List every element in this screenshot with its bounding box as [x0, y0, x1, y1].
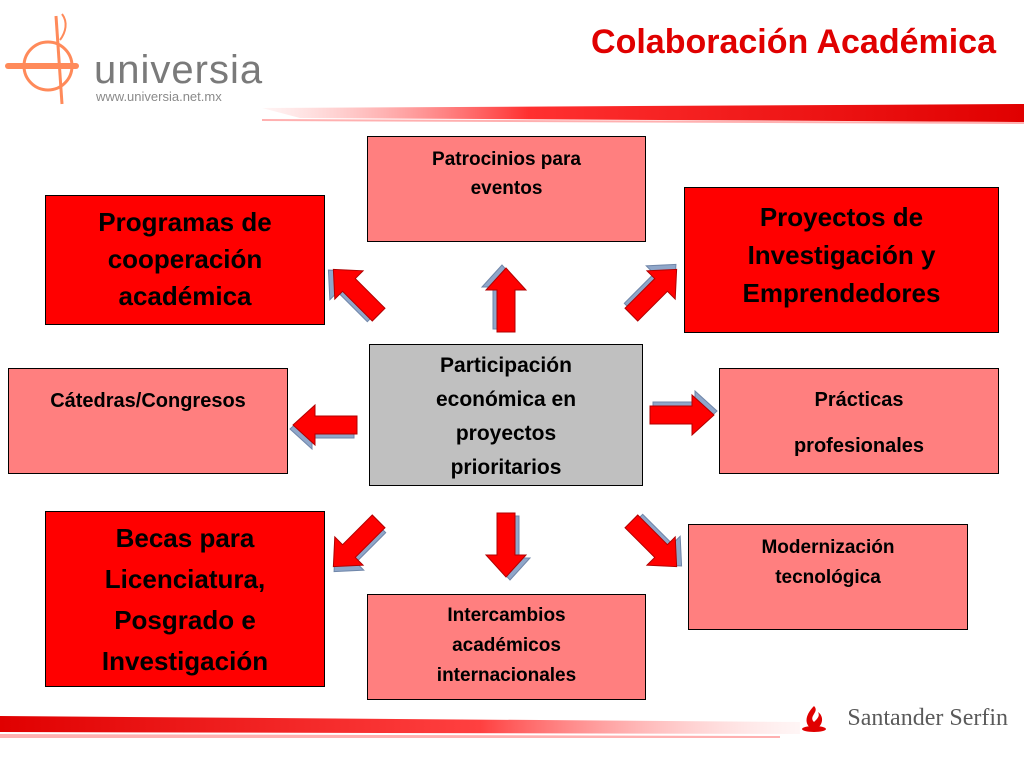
box-line: Modernización [761, 537, 895, 558]
box-line: Prácticas [814, 389, 904, 411]
box-line: Investigación [101, 646, 269, 676]
santander-flame-icon [802, 706, 826, 732]
center-line: económica en [435, 388, 577, 411]
box-line: Proyectos de [759, 202, 924, 232]
box-intercambios: Intercambios académicos internacionales [367, 594, 646, 700]
box-line: Posgrado e [114, 605, 256, 635]
box-line: Programas de [98, 207, 272, 237]
arrow-down-right-icon [616, 506, 697, 582]
box-line: Emprendedores [742, 278, 941, 308]
box-line: profesionales [793, 435, 925, 457]
arrow-left-icon [289, 404, 358, 450]
box-line: Intercambios [447, 605, 566, 626]
box-line: cooperación [107, 244, 263, 274]
box-line: académica [118, 281, 252, 311]
box-patrocinios: Patrocinios para eventos [367, 136, 646, 242]
arrow-right-icon [649, 390, 718, 436]
box-line: Becas para [115, 523, 255, 553]
center-line: proyectos [455, 422, 557, 445]
box-proyectos: Proyectos de Investigación y Emprendedor… [684, 187, 999, 333]
arrow-down-icon [485, 512, 531, 581]
center-line: prioritarios [450, 456, 562, 479]
box-modernizacion: Modernización tecnológica [688, 524, 968, 630]
universia-logo-icon [5, 13, 79, 105]
arrow-down-left-icon [318, 506, 394, 587]
box-line: internacionales [436, 665, 577, 686]
box-catedras: Cátedras/Congresos [8, 368, 288, 474]
box-line: tecnológica [775, 567, 881, 588]
logo-wordmark: universia [94, 48, 264, 92]
arrow-up-right-icon [616, 249, 692, 330]
center-line: Participación [440, 354, 572, 377]
page-title: Colaboración Académica [591, 23, 996, 61]
footer-brand: Santander Serfin [847, 705, 1008, 731]
center-box: Participación económica en proyectos pri… [369, 344, 643, 486]
arrow-up-left-icon [313, 254, 394, 330]
arrow-up-icon [481, 264, 527, 333]
box-line: Patrocinios para [432, 149, 581, 170]
box-becas: Becas para Licenciatura, Posgrado e Inve… [45, 511, 325, 687]
logo-url: www.universia.net.mx [96, 89, 222, 104]
box-line: eventos [470, 178, 543, 199]
box-programas: Programas de cooperación académica [45, 195, 325, 325]
box-line: Licenciatura, [104, 564, 266, 594]
box-practicas: Prácticas profesionales [719, 368, 999, 474]
box-line: Investigación y [747, 240, 936, 270]
box-line: académicos [452, 635, 561, 656]
box-line: Cátedras/Congresos [50, 390, 246, 412]
